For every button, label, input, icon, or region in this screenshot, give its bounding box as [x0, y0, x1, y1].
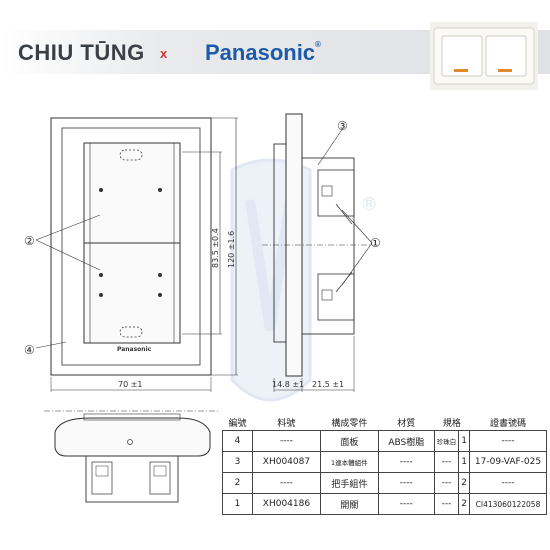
brand-panasonic-logo: Panasonic® [205, 40, 321, 66]
cell-index: 2 [222, 472, 253, 494]
cell-name: 面板 [319, 430, 379, 452]
brand-panasonic-text: Panasonic [205, 40, 316, 65]
cell-index: 3 [222, 451, 253, 473]
cell-part: ---- [251, 472, 321, 494]
brand-chiu-tung-logo: CHIU TŪNG [18, 40, 145, 65]
cell-index: 1 [222, 493, 253, 515]
brand-separator: x [160, 46, 168, 61]
callout-1: ① [370, 236, 381, 250]
cell-qty: 2 [458, 472, 470, 494]
header-part-number: 料號 [252, 414, 321, 431]
dim-outer-height: 120 ±1.6 [227, 231, 236, 268]
table-row: 3 XH004087 1連本體組件 ---- --- 1 17-09-VAF-0… [222, 451, 547, 473]
cell-index: 4 [222, 430, 253, 452]
cell-name: 1連本體組件 [319, 451, 379, 473]
cell-spec: --- [433, 493, 460, 515]
bottom-body [85, 455, 179, 503]
callout-3: ③ [337, 119, 348, 133]
cell-material: ---- [377, 472, 435, 494]
cell-name: 開關 [319, 493, 379, 515]
cell-spec: 珍珠白 [433, 430, 460, 452]
product-photo [430, 22, 538, 90]
cell-material: ---- [377, 451, 435, 473]
dim-width: 70 ±1 [118, 380, 143, 389]
callout-4: ④ [24, 343, 35, 357]
front-view [35, 117, 238, 392]
cell-cert: ---- [469, 472, 547, 494]
cell-name: 把手組件 [319, 472, 379, 494]
cell-qty: 2 [458, 493, 470, 515]
front-plate-outer [50, 117, 212, 376]
header-material: 材質 [378, 414, 435, 431]
front-plate-inner [61, 127, 201, 366]
watermark: ® [230, 158, 378, 402]
parts-table: 編號 料號 構成零件 材質 規格 證書號碼 4 ---- 面板 ABS樹脂 珍珠… [222, 414, 547, 515]
cell-qty: 1 [458, 451, 470, 473]
side-plate [285, 113, 303, 377]
brand-panasonic-mark: ® [315, 40, 321, 49]
bottom-plate [54, 417, 211, 457]
switch-frame [83, 142, 181, 344]
front-plate-logo: Panasonic [117, 346, 152, 353]
cell-spec: --- [433, 451, 460, 473]
cell-part: XH004087 [251, 451, 321, 473]
header-component: 構成零件 [320, 414, 379, 431]
cell-spec: --- [433, 472, 460, 494]
side-view [262, 113, 373, 392]
cell-part: ---- [251, 430, 321, 452]
cell-cert: 17-09-VAF-025 [469, 451, 547, 473]
table-row: 1 XH004186 開關 ---- --- 2 CI413060122058 [222, 493, 547, 515]
header-spec: 規格 [434, 414, 470, 431]
watermark-mark: ® [360, 194, 378, 215]
table-row: 4 ---- 面板 ABS樹脂 珍珠白 1 ---- [222, 430, 547, 452]
header-index: 編號 [222, 414, 253, 431]
header-banner: CHIU TŪNG x Panasonic® [0, 0, 550, 100]
cell-part: XH004186 [251, 493, 321, 515]
side-body [301, 157, 355, 335]
cell-material: ---- [377, 493, 435, 515]
parts-table-header: 編號 料號 構成零件 材質 規格 證書號碼 [222, 414, 547, 431]
cell-material: ABS樹脂 [377, 430, 435, 452]
bottom-view [44, 410, 220, 503]
callout-2: ② [24, 234, 35, 248]
dim-inner-height: 83.5 ±0.4 [211, 228, 220, 268]
dim-depth-body: 21.5 ±1 [312, 380, 344, 389]
dim-depth-plate: 14.8 ±1 [272, 380, 304, 389]
header-certificate: 證書號碼 [469, 414, 547, 431]
cell-cert: ---- [469, 430, 547, 452]
table-row: 2 ---- 把手組件 ---- --- 2 ---- [222, 472, 547, 494]
cell-cert: CI413060122058 [469, 493, 547, 515]
cell-qty: 1 [458, 430, 470, 452]
